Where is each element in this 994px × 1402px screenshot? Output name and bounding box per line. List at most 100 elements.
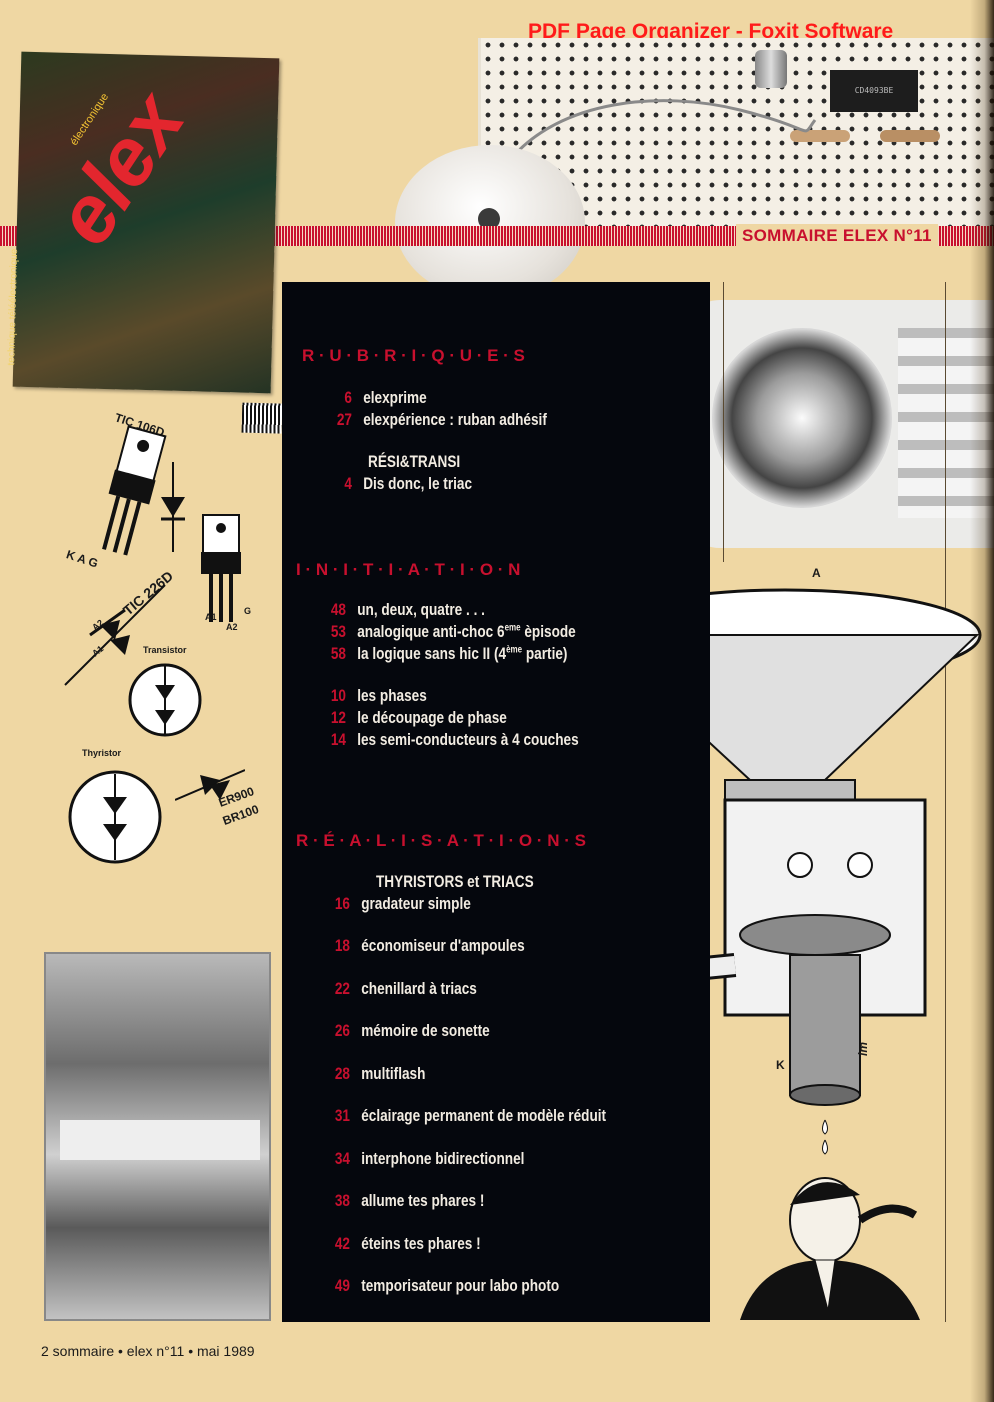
toc-entry[interactable]: 49 temporisateur pour labo photo	[318, 1276, 559, 1296]
toc-title: temporisateur pour labo photo	[361, 1276, 560, 1295]
artist-signature: lm	[856, 1041, 871, 1057]
divider-line	[945, 282, 946, 1322]
toc-entry[interactable]: 48 un, deux, quatre . . .	[314, 600, 485, 620]
page-footer: 2 sommaire • elex n°11 • mai 1989	[41, 1343, 255, 1359]
label-thyristor: Thyristor	[82, 748, 122, 758]
subheading-resi-transi: RÉSI&TRANSI	[368, 452, 461, 471]
label-a1: A1	[205, 612, 217, 622]
toc-title: les semi-conducteurs à 4 couches	[357, 730, 579, 749]
toc-entry[interactable]: 18 économiseur d'ampoules	[318, 936, 525, 956]
toc-title: multiflash	[361, 1064, 426, 1083]
toc-title: les phases	[357, 686, 427, 705]
subheading-thyristors-triacs: THYRISTORS et TRIACS	[376, 872, 534, 891]
toc-entry[interactable]: 38 allume tes phares !	[318, 1191, 485, 1211]
triac-symbol-icon	[64, 584, 166, 686]
thyristor-equivalent-drawing	[68, 770, 162, 864]
divider-line	[723, 282, 724, 562]
toc-entry[interactable]: 6 elexprime	[320, 388, 427, 408]
toc-title-tail: èpisode	[520, 622, 576, 641]
resistor-image	[790, 130, 850, 142]
section-rubriques-heading: R · U · B · R · I · Q · U · E · S	[302, 346, 525, 365]
toc-entry[interactable]: 28 multiflash	[318, 1064, 426, 1084]
cover-logo: elex	[37, 77, 202, 261]
headlight-lamp	[712, 328, 892, 508]
toc-page-number: 49	[334, 1276, 350, 1295]
toc-title-tail: partie)	[522, 644, 568, 663]
label-k: K	[776, 1058, 785, 1072]
toc-page-number: 48	[330, 600, 346, 619]
page-edge-shadow	[970, 0, 994, 1402]
toc-title: Dis donc, le triac	[363, 474, 473, 493]
toc-page-number: 28	[334, 1064, 350, 1083]
label-g: G	[244, 606, 252, 616]
toc-entry[interactable]: 53 analogique anti-choc 6eme èpisode	[314, 622, 576, 642]
toc-page-number: 27	[336, 410, 352, 429]
buzzer-hole	[478, 208, 500, 230]
toc-title: elexpérience : ruban adhésif	[363, 410, 547, 429]
photo-strip	[60, 1120, 260, 1160]
toc-page-number: 42	[334, 1234, 350, 1253]
toc-entry[interactable]: 14 les semi-conducteurs à 4 couches	[314, 730, 579, 750]
cover-side-text: technique téléélectronique	[6, 248, 21, 366]
label-transistor: Transistor	[143, 645, 187, 655]
toc-entry[interactable]: 12 le découpage de phase	[314, 708, 507, 728]
toc-entry[interactable]: 27 elexpérience : ruban adhésif	[320, 410, 547, 430]
barcode-icon	[241, 402, 283, 434]
contents-panel: R · U · B · R · I · Q · U · E · S 6 elexp…	[282, 282, 710, 1322]
toc-title: mémoire de sonette	[361, 1021, 490, 1040]
toc-title-sup: ème	[506, 644, 523, 656]
diode-symbol-icon	[161, 462, 185, 552]
magazine-cover-image: elex électronique technique téléélectron…	[6, 51, 283, 434]
toc-title: éteins tes phares !	[361, 1234, 481, 1253]
toc-page-number: 12	[330, 708, 346, 727]
toc-entry[interactable]: 10 les phases	[314, 686, 427, 706]
toc-page-number: 26	[334, 1021, 350, 1040]
section-initiation-heading: I · N · I · T · I · A · T · I · O · N	[296, 560, 521, 579]
watermark-text: PDF Page Organizer - Foxit Software	[528, 20, 894, 43]
toc-page-number: 34	[334, 1149, 350, 1168]
toc-title: elexprime	[363, 388, 427, 407]
toc-title: économiseur d'ampoules	[361, 936, 525, 955]
toc-entry[interactable]: 16 gradateur simple	[318, 894, 471, 914]
toc-entry[interactable]: 4 Dis donc, le triac	[320, 474, 472, 494]
toc-title: le découpage de phase	[357, 708, 507, 727]
page-title: SOMMAIRE ELEX N°11	[736, 224, 938, 248]
toc-title: chenillard à triacs	[361, 979, 477, 998]
toc-page-number: 22	[334, 979, 350, 998]
toc-entry[interactable]: 34 interphone bidirectionnel	[318, 1149, 525, 1169]
toc-title: la logique sans hic II (4	[357, 644, 507, 663]
toc-title: gradateur simple	[361, 894, 471, 913]
toc-page-number: 38	[334, 1191, 350, 1210]
toc-entry[interactable]: 26 mémoire de sonette	[318, 1021, 490, 1041]
capacitor-image	[755, 50, 787, 88]
label-a2: A2	[226, 622, 238, 632]
tic106d-drawing	[102, 425, 167, 556]
label-a: A	[812, 566, 821, 580]
toc-title: analogique anti-choc 6	[357, 622, 505, 641]
toc-page-number: 6	[344, 388, 352, 407]
toc-page-number: 16	[334, 894, 350, 913]
toc-page-number: 53	[330, 622, 346, 641]
diac-symbol-icon	[175, 769, 245, 801]
toc-title: éclairage permanent de modèle réduit	[361, 1106, 607, 1125]
toc-title: un, deux, quatre . . .	[357, 600, 485, 619]
wire-image	[508, 99, 817, 161]
ic-chip-image: CD4093BE	[830, 70, 918, 112]
toc-page-number: 4	[344, 474, 352, 493]
toc-title-sup: eme	[504, 622, 521, 634]
resistor-image	[880, 130, 940, 142]
toc-entry[interactable]: 31 éclairage permanent de modèle réduit	[318, 1106, 606, 1126]
toc-title: allume tes phares !	[361, 1191, 485, 1210]
toc-entry[interactable]: 42 éteins tes phares !	[318, 1234, 481, 1254]
toc-entry[interactable]: 22 chenillard à triacs	[318, 979, 477, 999]
toc-page-number: 31	[334, 1106, 350, 1125]
triac-package-drawing	[201, 514, 241, 622]
toc-title: interphone bidirectionnel	[361, 1149, 525, 1168]
transistor-equivalent-drawing	[128, 663, 202, 737]
toc-page-number: 10	[330, 686, 346, 705]
toc-page-number: 14	[330, 730, 346, 749]
section-realisations-heading: R · É · A · L · I · S · A · T · I · O · …	[296, 831, 586, 850]
toc-page-number: 18	[334, 936, 350, 955]
thinking-man-illustration	[740, 1177, 920, 1320]
